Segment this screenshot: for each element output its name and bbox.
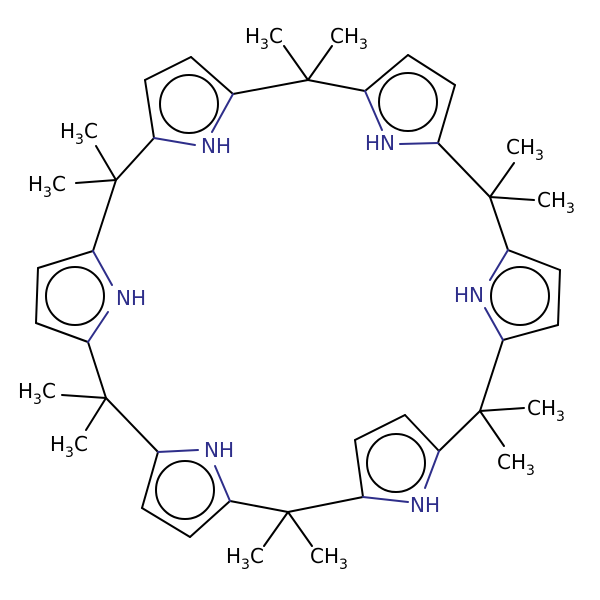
methyl-labels: H3C CH3 CH3 CH3 CH3 CH3 H3C CH3 (18, 24, 575, 573)
backbone-bonds (87, 79, 509, 513)
methyl-bonds (61, 45, 535, 547)
aromatic-ring-circle (155, 460, 215, 520)
nh-label-top-left: NH (201, 134, 231, 158)
h3c-label-bottom: H3C (226, 544, 264, 573)
hn-label-top-right: HN (365, 131, 395, 155)
pyrrole-ring-right (484, 249, 561, 341)
nh-label-left: NH (116, 286, 146, 310)
ch3-label-top-right-upper: CH3 (506, 135, 544, 164)
ch3-label-top: CH3 (330, 24, 368, 53)
nh-label-bottom-right: NH (410, 493, 440, 517)
aromatic-ring-circle (378, 72, 438, 132)
h3c-label-top: H3C (245, 24, 283, 53)
aromatic-ring-circle (45, 266, 105, 326)
aromatic-ring-circle (366, 433, 426, 493)
nitrogen-labels: NH HN HN NH NH NH (116, 131, 484, 517)
h3c-label-bottom-left-upper: H3C (18, 379, 56, 408)
ch3-label-top-right-lower: CH3 (537, 188, 575, 217)
hn-label-right: HN (454, 283, 484, 307)
pyrrole-ring-bottom-left (141, 449, 231, 538)
pyrrole-ring-left (35, 250, 113, 343)
pyrrole-ring-top-left (144, 56, 234, 146)
ch3-label-bottom-right-upper: CH3 (527, 396, 565, 425)
pyrrole-ring-bottom-right (354, 414, 440, 503)
nh-label-bottom-left: NH (204, 438, 234, 462)
ch3-label-bottom: CH3 (310, 544, 348, 573)
h3c-label-top-left-lower: H3C (28, 172, 66, 201)
aromatic-ring-circle (490, 266, 550, 326)
ch3-label-bottom-right-lower: CH3 (497, 450, 535, 479)
h3c-label-bottom-left-lower: H3C (50, 432, 88, 461)
aromatic-ring-circle (159, 74, 219, 134)
h3c-label-top-left-upper: H3C (60, 119, 98, 148)
pyrrole-ring-top-right (364, 54, 456, 145)
